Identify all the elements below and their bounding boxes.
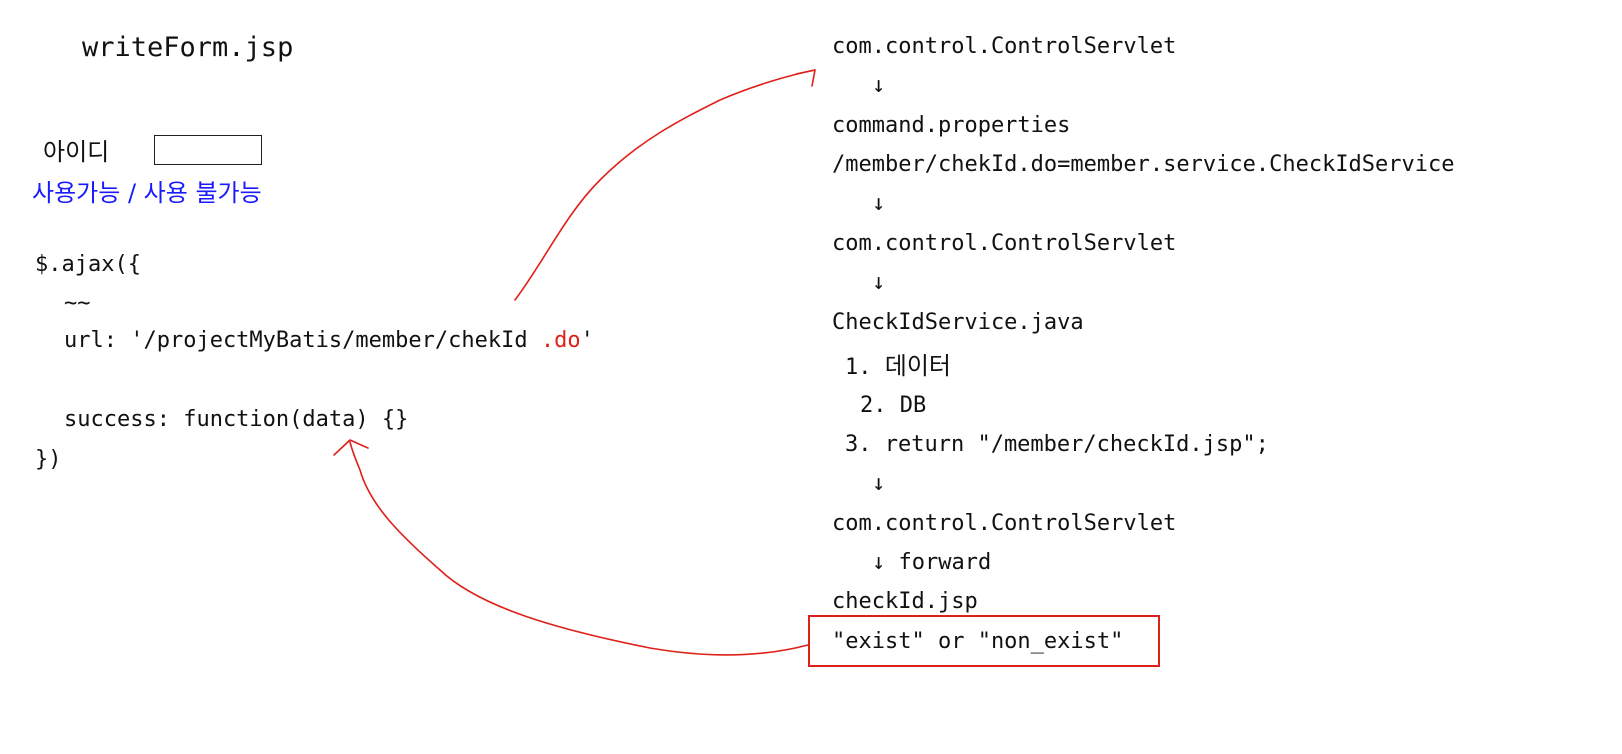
flow-result-text: "exist" or "non_exist" <box>832 629 1124 654</box>
ajax-ellipsis: ~~ <box>64 291 91 316</box>
flow-arrow-4: ↓ <box>872 471 886 496</box>
response-arrowhead <box>333 439 369 456</box>
ajax-url-extension: .do <box>540 328 581 353</box>
flow-service-item-1: 1. 데이터 <box>845 354 951 379</box>
flow-step-control-servlet-2: com.control.ControlServlet <box>832 231 1177 256</box>
form-file-title: writeForm.jsp <box>82 32 294 63</box>
id-label: 아이디 <box>43 138 110 166</box>
flow-service-item-1-text: 데이터 <box>884 352 951 380</box>
flow-step-check-id-jsp: checkId.jsp <box>832 589 978 614</box>
ajax-url-prefix: url: '/projectMyBatis/member/chekId <box>64 328 528 353</box>
flow-arrow-3: ↓ <box>872 270 886 295</box>
flow-arrow-forward: ↓ forward <box>872 550 992 575</box>
flow-command-mapping: /member/chekId.do=member.service.CheckId… <box>832 152 1455 177</box>
request-arrowhead <box>795 69 816 87</box>
flow-arrow-1: ↓ <box>872 73 886 98</box>
flow-service-item-2: 2. DB <box>860 393 927 418</box>
ajax-success: success: function(data) {} <box>64 407 409 432</box>
availability-text: 사용가능 / 사용 불가능 <box>32 179 262 207</box>
ajax-close: }) <box>35 447 62 472</box>
request-arrow-curve <box>514 69 816 301</box>
flow-step-control-servlet-1: com.control.ControlServlet <box>832 34 1177 59</box>
flow-step-check-id-service: CheckIdService.java <box>832 310 1084 335</box>
result-highlight-box <box>808 615 1160 667</box>
ajax-open: $.ajax({ <box>35 252 141 277</box>
ajax-url-line: url: '/projectMyBatis/member/chekId .do' <box>64 330 594 352</box>
flow-service-item-1-num: 1. <box>845 355 872 380</box>
response-arrow-curve <box>349 441 809 656</box>
flow-service-item-3: 3. return "/member/checkId.jsp"; <box>845 432 1269 457</box>
flow-step-command-properties: command.properties <box>832 113 1071 138</box>
flow-arrow-2: ↓ <box>872 191 886 216</box>
flow-step-control-servlet-3: com.control.ControlServlet <box>832 511 1177 536</box>
ajax-url-suffix: ' <box>580 328 594 353</box>
id-input[interactable] <box>154 135 262 165</box>
